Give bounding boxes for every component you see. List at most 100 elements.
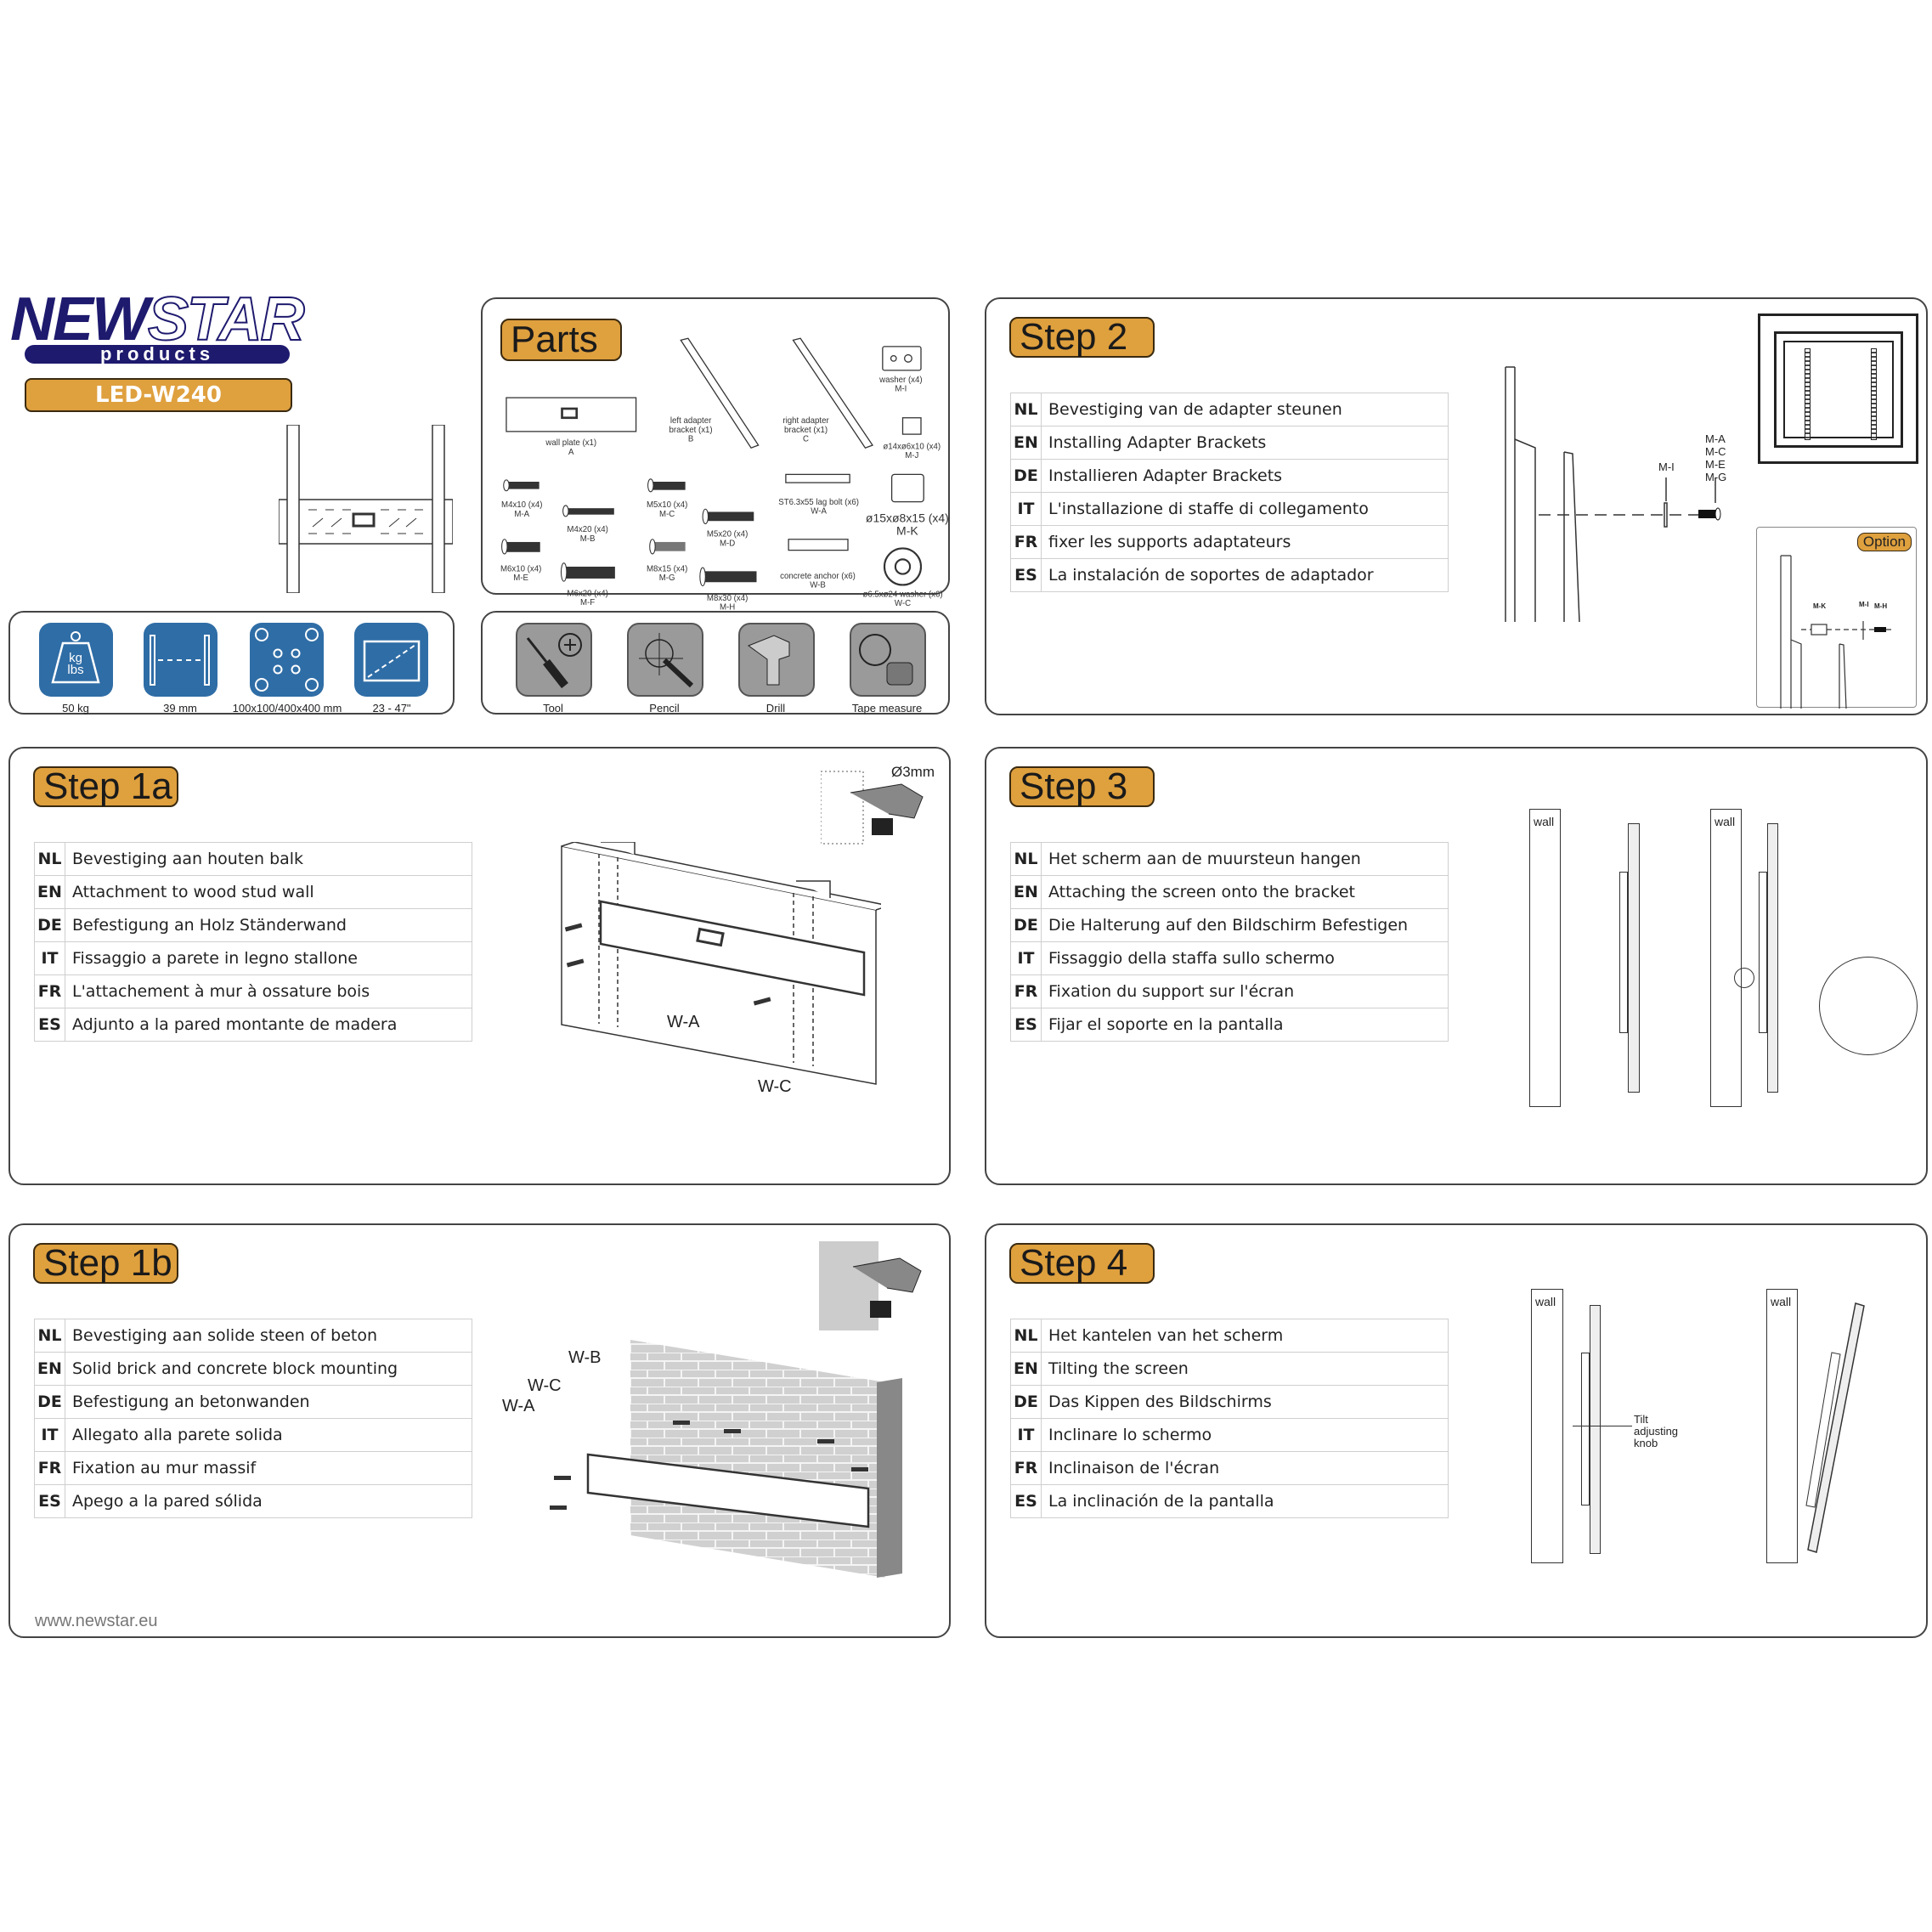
weight-icon-kg: kg <box>69 651 82 665</box>
part-code: M-B <box>579 534 596 544</box>
step1a-label-wc: W-C <box>758 1077 792 1096</box>
model-name: LED-W240 <box>95 382 222 408</box>
washer-mi-drawing <box>882 346 922 371</box>
step2-screen-back-view <box>1758 314 1918 464</box>
part-code: A <box>568 447 574 456</box>
part-code: M-A <box>514 509 530 518</box>
part-label: M5x10 (x4)M-C <box>647 500 687 519</box>
part-code: W-B <box>810 580 826 590</box>
language-code: DE <box>1010 908 1042 942</box>
step3-screen-1 <box>1628 823 1640 1093</box>
instruction-text: Fissaggio a parete in legno stallone <box>65 941 472 975</box>
instruction-text: Bevestiging van de adapter steunen <box>1041 393 1449 427</box>
instruction-text: Fissaggio della staffa sullo schermo <box>1041 941 1449 975</box>
language-code: ES <box>1010 558 1042 592</box>
part-code: M-C <box>659 509 675 518</box>
instruction-text: L'installazione di staffe di collegament… <box>1041 492 1449 526</box>
language-code: DE <box>1010 1385 1042 1419</box>
part-code: W-A <box>811 506 827 516</box>
part-label: M6x20 (x4)M-F <box>567 589 607 607</box>
tools-panel: Tool Pencil Drill Tape measure <box>481 611 950 715</box>
step4-title: Step 4 <box>1009 1243 1155 1284</box>
drill-wood-icon <box>821 771 924 845</box>
part-name: M8x30 (x4) <box>706 593 749 602</box>
instruction-text: Apego a la pared sólida <box>65 1484 472 1518</box>
option-mh-label: M-H <box>1874 602 1888 610</box>
pencil-label: Pencil <box>649 702 680 715</box>
right-bracket-drawing <box>792 337 874 449</box>
part-code: M-E <box>513 573 529 583</box>
instruction-text: fixer les supports adaptateurs <box>1041 525 1449 559</box>
language-code: FR <box>1010 974 1042 1008</box>
part-name: ST6.3x55 lag bolt (x6) <box>778 497 859 507</box>
step1b-label-wb: W-B <box>568 1348 602 1367</box>
brand-logo: NEWSTAR products <box>10 288 316 416</box>
part-code: M-I <box>895 383 907 393</box>
step1a-label-wa: W-A <box>667 1013 700 1031</box>
language-code: IT <box>1010 941 1042 975</box>
language-code: NL <box>34 842 65 876</box>
language-code: EN <box>1010 1352 1042 1386</box>
tilt-knob-label: Tilt adjusting knob <box>1634 1413 1679 1449</box>
instruction-text: Bevestiging aan houten balk <box>65 842 472 876</box>
instruction-text: Allegato alla parete solida <box>65 1418 472 1452</box>
parts-panel: Parts wall plat <box>481 297 950 612</box>
step2-screw-labels: M-A M-C M-E M-G <box>1705 432 1727 483</box>
part-code: M-G <box>658 573 675 583</box>
step2-title: Step 2 <box>1009 317 1155 358</box>
step1b-label-wa: W-A <box>502 1397 535 1415</box>
instruction-text: Solid brick and concrete block mounting <box>65 1352 472 1386</box>
lag-bolt-drawing <box>785 473 850 483</box>
spec-vesa: 100x100/400x400 mm <box>232 702 342 715</box>
language-code: EN <box>1010 426 1042 460</box>
tape-measure-label: Tape measure <box>851 702 923 715</box>
language-code: IT <box>34 941 65 975</box>
drill-concrete-icon <box>819 1241 922 1330</box>
brick-wall-diagram <box>550 1340 902 1578</box>
instruction-text: Befestigung an betonwanden <box>65 1385 472 1419</box>
part-code: M-H <box>719 602 736 612</box>
screwdriver-icon <box>516 623 592 697</box>
part-label: M4x20 (x4)M-B <box>567 525 607 544</box>
screen-size-icon <box>354 623 428 697</box>
part-label: ø14xø6x10 (x4)M-J <box>883 442 941 460</box>
part-label: ST6.3x55 lag bolt (x6)W-A <box>778 497 859 516</box>
left-bracket-drawing <box>680 337 760 449</box>
language-code: ES <box>34 1008 65 1042</box>
step4-tilted-screen <box>1805 1302 1865 1553</box>
website-url[interactable]: www.newstar.eu <box>35 1612 158 1630</box>
language-code: EN <box>34 875 65 909</box>
part-name: washer (x4) <box>879 375 923 384</box>
part-label: M8x30 (x4)M-H <box>707 593 748 612</box>
instruction-text: Installing Adapter Brackets <box>1041 426 1449 460</box>
wall-label: wall <box>1534 815 1555 828</box>
language-code: ES <box>34 1484 65 1518</box>
spec-screen-size: 23 - 47" <box>372 702 411 715</box>
part-label: concrete anchor (x6)W-B <box>780 571 856 590</box>
drill-label: Drill <box>765 702 786 715</box>
